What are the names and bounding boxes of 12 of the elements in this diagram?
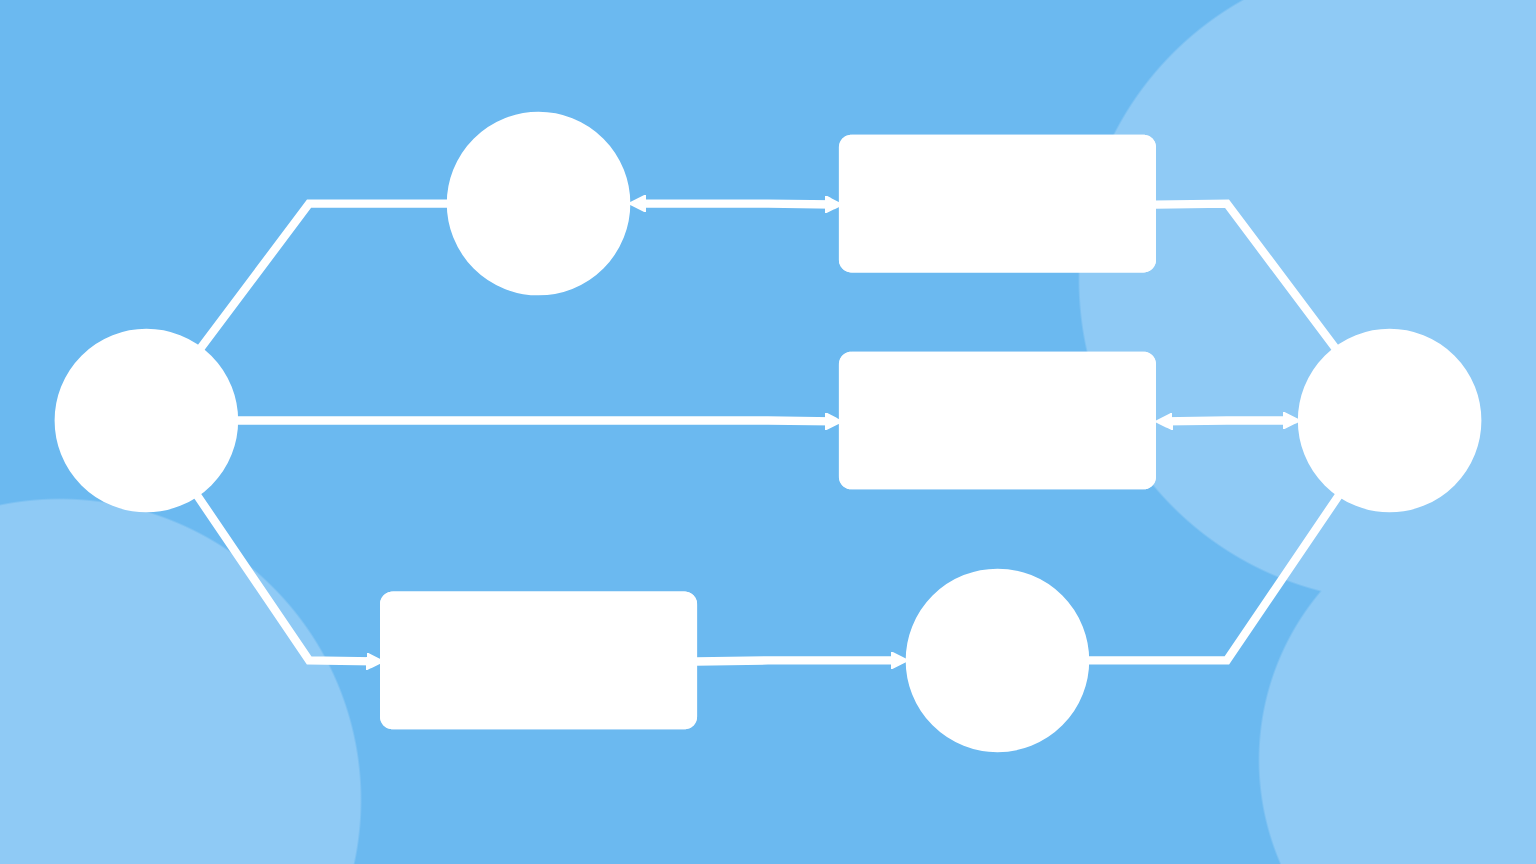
arrow — [193, 492, 384, 671]
node-circle — [54, 328, 239, 513]
connector — [196, 199, 449, 352]
node-circle — [446, 111, 631, 296]
arrow — [695, 651, 909, 670]
node-circle — [1297, 328, 1482, 513]
arrow — [1154, 411, 1301, 431]
connector — [1087, 492, 1343, 665]
arrow — [628, 194, 843, 214]
arrow — [236, 412, 843, 431]
node-circle — [905, 568, 1090, 753]
connector — [1154, 199, 1340, 352]
